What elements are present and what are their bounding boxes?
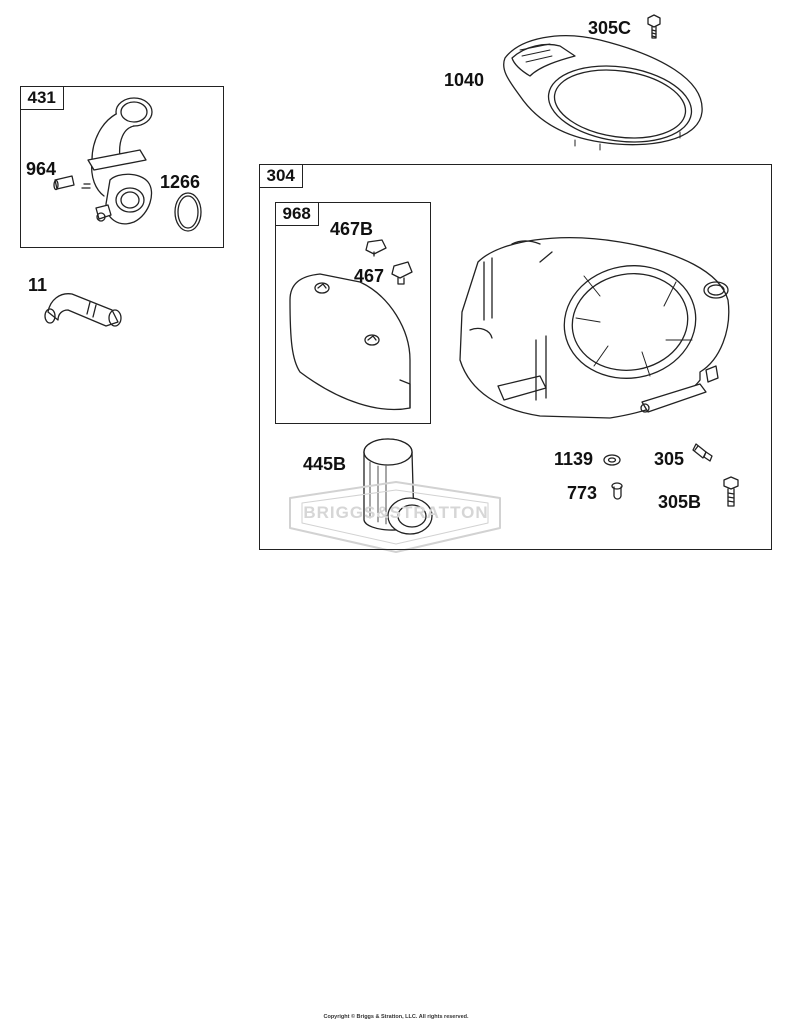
air-cleaner-cover-968-icon — [289, 273, 411, 411]
kit-label-304: 304 — [258, 163, 303, 188]
part-label-773: 773 — [567, 483, 598, 503]
part-label-467: 467 — [354, 266, 385, 286]
part-label-305: 305 — [654, 449, 685, 469]
part-label-445b: 445B — [303, 454, 347, 474]
part-label-1139: 1139 — [554, 449, 594, 469]
o-ring-1266-icon — [174, 192, 202, 232]
watermark-logo-icon — [289, 481, 501, 553]
kit-box-968: 968 — [274, 201, 431, 424]
watermark-text: BRIGGS&STRATTON — [303, 503, 489, 522]
part-label-467b: 467B — [330, 219, 374, 239]
washer-1139-icon — [603, 454, 621, 466]
part-label-305c: 305C — [588, 18, 632, 38]
cap-467b-icon — [365, 239, 387, 257]
breather-tube-11-icon — [44, 293, 122, 327]
sleeve-964-icon — [53, 175, 75, 191]
part-label-1266: 1266 — [160, 172, 201, 192]
copyright-notice: Copyright © Briggs & Stratton, LLC. All … — [323, 1014, 469, 1020]
rivet-773-icon — [611, 482, 623, 500]
kit-box-304: 304 — [258, 163, 772, 550]
screw-305-icon — [692, 443, 713, 462]
blower-housing-304-icon — [459, 237, 730, 419]
part-label-305b: 305B — [658, 492, 702, 512]
knob-467-icon — [391, 261, 413, 285]
part-label-1040: 1040 — [444, 70, 485, 90]
kit-box-431: 431 — [19, 85, 224, 248]
screw-305c-icon — [647, 14, 661, 39]
screw-305b-icon — [723, 476, 739, 507]
part-label-964: 964 — [26, 159, 57, 179]
guard-1040-icon — [503, 35, 703, 151]
kit-label-431: 431 — [19, 85, 64, 110]
part-label-11: 11 — [28, 275, 48, 295]
kit-label-968: 968 — [274, 201, 319, 226]
breather-assembly-431-icon — [81, 97, 153, 225]
